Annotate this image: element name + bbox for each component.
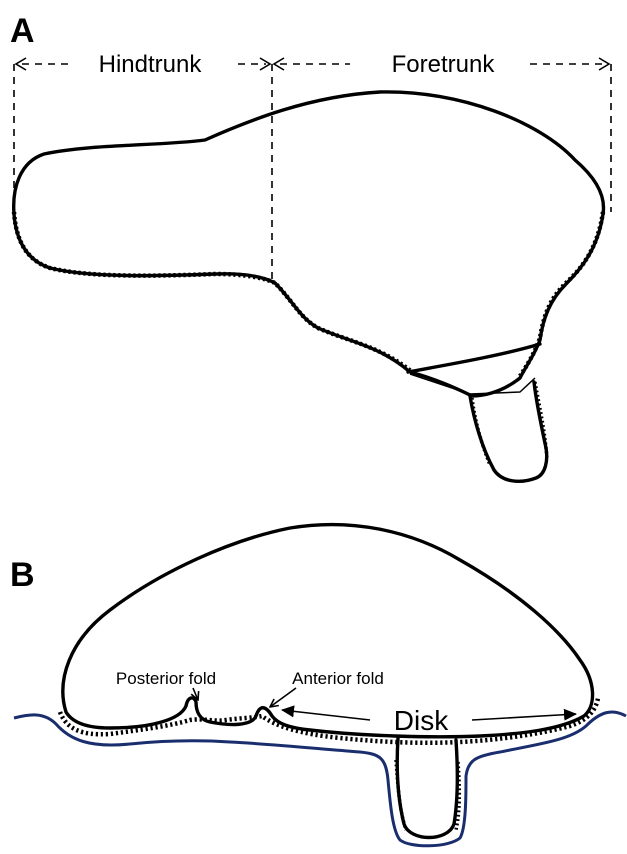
panel-b-letter: B (10, 556, 35, 594)
panel-a: A Hindtrunk Foretrunk (10, 12, 611, 481)
disk-arrow-left (282, 710, 370, 720)
anterior-fold-pointer (270, 688, 296, 707)
panel-a-letter: A (10, 12, 35, 50)
foretrunk-ciliary-band-right (520, 212, 603, 376)
stalk-outline-b (397, 738, 457, 838)
foretrunk-label: Foretrunk (392, 51, 496, 78)
anterior-fold-label: Anterior fold (292, 669, 384, 688)
animal-body-outline-b (63, 525, 593, 737)
disk-label: Disk (394, 705, 449, 736)
neck-band (408, 344, 540, 372)
hindtrunk-label: Hindtrunk (99, 51, 203, 78)
hindtrunk-ciliary-band (14, 212, 412, 372)
disk-ciliary-band (60, 698, 598, 743)
panel-b: B Posterior fold Anterior fold Disk (10, 525, 626, 846)
posterior-fold-label: Posterior fold (116, 669, 216, 688)
disk-arrow-right (472, 714, 576, 720)
